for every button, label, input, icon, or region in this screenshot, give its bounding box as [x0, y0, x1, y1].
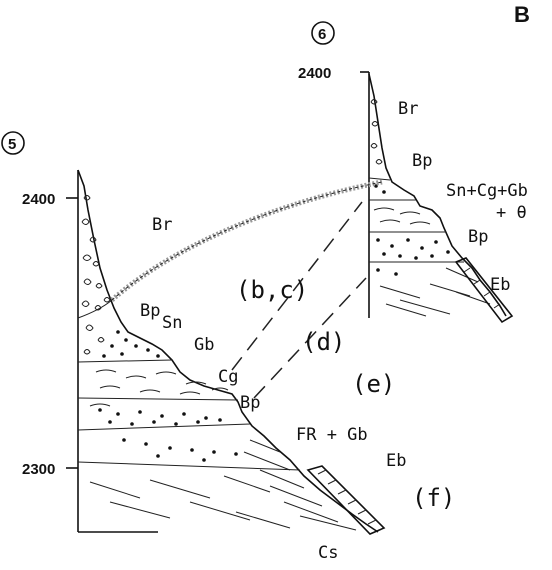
s6-eb-band — [454, 257, 514, 324]
s5-lens-marks — [89, 369, 229, 407]
section-6-circle — [311, 21, 335, 45]
label-bp-5b: Bp — [240, 393, 260, 413]
section-5: 5 2400 2300 — [1, 131, 406, 563]
tick-label-2400-right: 2400 — [298, 65, 331, 82]
section-6-number: 6 — [318, 26, 326, 43]
section-5-number: 5 — [8, 136, 16, 153]
correlation-dash-e — [253, 277, 367, 399]
s5-eb-hatch — [317, 469, 377, 525]
panel-label: B — [514, 2, 530, 27]
label-eb-6: Eb — [490, 275, 510, 295]
label-bp-6: Bp — [412, 151, 432, 171]
interval-d: (d) — [302, 328, 345, 356]
s5-eb-band — [306, 465, 386, 535]
s6-layer-line — [368, 177, 391, 181]
label-sn-cg-gb: Sn+Cg+Gb — [446, 181, 528, 201]
interval-e: (e) — [352, 370, 395, 398]
s6-breccia-clasts — [370, 99, 383, 165]
label-sn-5: Sn — [162, 313, 182, 333]
s5-layer-line — [77, 423, 251, 431]
label-bp-5: Bp — [140, 301, 160, 321]
section-5-profile — [77, 169, 379, 533]
label-br-5: Br — [152, 215, 172, 235]
label-gb-5: Gb — [194, 335, 214, 355]
section-5-circle — [1, 131, 25, 155]
s6-conglomerate-dots — [374, 184, 450, 276]
s5-breccia-clasts — [81, 195, 111, 355]
label-eb-5: Eb — [386, 451, 406, 471]
tick-label-2300-left: 2300 — [22, 461, 55, 478]
s5-layer-line — [77, 397, 239, 401]
label-cs-5: Cs — [318, 543, 338, 563]
section-6: 6 2400 — [298, 21, 528, 324]
s5-conglomerate-dots — [98, 330, 238, 462]
label-fr-gb: FR + Gb — [296, 425, 368, 445]
interval-f: (f) — [412, 484, 455, 512]
s6-eb-hatch — [463, 267, 501, 309]
correlation-stippled-edge — [111, 181, 383, 301]
label-theta: + θ — [496, 203, 527, 223]
s5-layer-line — [77, 461, 301, 471]
s5-layer-line — [77, 359, 173, 363]
tick-label-2400-left: 2400 — [22, 191, 55, 208]
s5-hatch — [89, 439, 357, 531]
label-bp-6b: Bp — [468, 227, 488, 247]
correlation-dash-d — [231, 201, 363, 371]
s6-lens-marks — [373, 207, 431, 225]
interval-bc: (b,c) — [236, 276, 308, 304]
label-br-6: Br — [398, 99, 418, 119]
s6-hatch — [379, 267, 491, 317]
label-cg-5: Cg — [218, 367, 238, 387]
